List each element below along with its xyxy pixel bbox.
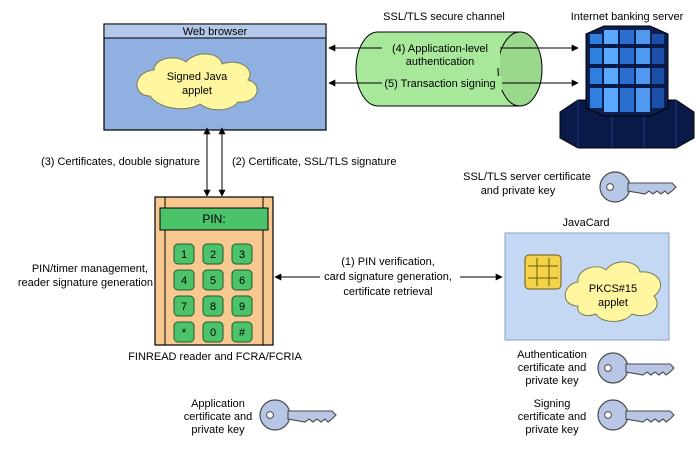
channel-label: SSL/TLS secure channel [383, 11, 505, 23]
keypad: 1 2 3 4 5 6 7 8 9 * 0 # [173, 243, 253, 343]
pkcs-label-line1: PKCS#15 [589, 283, 637, 295]
keypad-key-label: 2 [210, 249, 216, 261]
finread-reader: PIN: 1 2 3 4 5 6 7 8 9 * 0 # [154, 196, 274, 346]
keypad-key-label: 9 [239, 301, 245, 313]
pin-link-line1: (1) PIN verification, [341, 256, 435, 268]
java-applet-cloud [136, 53, 258, 111]
auth-cert-line3: private key [525, 375, 579, 387]
keypad-key[interactable]: 6 [231, 269, 253, 291]
server-icon: Internet banking server [559, 11, 695, 149]
keypad-key-label: 3 [239, 249, 245, 261]
keypad-key-label: 1 [181, 249, 187, 261]
keypad-key[interactable]: 8 [202, 295, 224, 317]
keypad-key[interactable]: 3 [231, 243, 253, 265]
key-icon [597, 399, 675, 431]
keypad-key-label: * [182, 327, 187, 339]
keypad-key[interactable]: 1 [173, 243, 195, 265]
keypad-key[interactable]: * [173, 321, 195, 343]
app-cert-line1: Application [191, 398, 245, 410]
pkcs-label-line2: applet [598, 297, 628, 309]
link-left-label: (3) Certificates, double signature [41, 156, 200, 168]
reader-caption: FINREAD reader and FCRA/FCRIA [128, 351, 302, 363]
link-right-label: (2) Certificate, SSL/TLS signature [232, 156, 396, 168]
keypad-key-label: 4 [181, 275, 187, 287]
auth-cert-line1: Authentication [517, 349, 587, 361]
keypad-key-label: 0 [210, 327, 216, 339]
pin-link-line3: certificate retrieval [343, 286, 432, 298]
javacard-label: JavaCard [562, 217, 609, 229]
pin-display [159, 207, 269, 231]
keypad-key[interactable]: 7 [173, 295, 195, 317]
app-cert-line3: private key [191, 424, 245, 436]
pkcs-applet-cloud [564, 261, 661, 322]
applet-label-line2: applet [182, 85, 212, 97]
keypad-key[interactable]: 4 [173, 269, 195, 291]
reader-side-line2: reader signature generation [18, 277, 153, 289]
reader-side-line1: PIN/timer management, [32, 263, 148, 275]
server-cert-line1: SSL/TLS server certificate [463, 171, 591, 183]
keypad-key[interactable]: 9 [231, 295, 253, 317]
sign-cert-line3: private key [525, 424, 579, 436]
app-cert-line2: certificate and [184, 411, 252, 423]
chip-icon [524, 254, 562, 290]
keypad-key[interactable]: 0 [202, 321, 224, 343]
server-label: Internet banking server [571, 11, 684, 23]
keypad-key-label: 8 [210, 301, 216, 313]
keypad-key-label: 6 [239, 275, 245, 287]
key-icon [599, 171, 677, 203]
keypad-key[interactable]: # [231, 321, 253, 343]
pin-link-line2: card signature generation, [324, 271, 452, 283]
keypad-key-label: # [239, 327, 246, 339]
javacard: PKCS#15 applet [504, 232, 670, 341]
pin-label: PIN: [202, 212, 225, 226]
sign-cert-line2: certificate and [518, 411, 586, 423]
auth-label-line1: (4) Application-level [392, 43, 488, 55]
browser-title: Web browser [183, 26, 248, 38]
key-icon [259, 399, 337, 431]
sign-cert-line1: Signing [534, 398, 571, 410]
server-cert-line2: and private key [481, 185, 556, 197]
key-icon [597, 352, 675, 384]
applet-label-line1: Signed Java [167, 71, 228, 83]
web-browser-window: Web browser Signed Java applet [103, 23, 327, 131]
auth-cert-line2: certificate and [518, 362, 586, 374]
auth-label-line2: authentication [406, 56, 475, 68]
signing-label: (5) Transaction signing [384, 78, 495, 90]
keypad-key-label: 5 [210, 275, 216, 287]
keypad-key[interactable]: 2 [202, 243, 224, 265]
keypad-key-label: 7 [181, 301, 187, 313]
keypad-key[interactable]: 5 [202, 269, 224, 291]
